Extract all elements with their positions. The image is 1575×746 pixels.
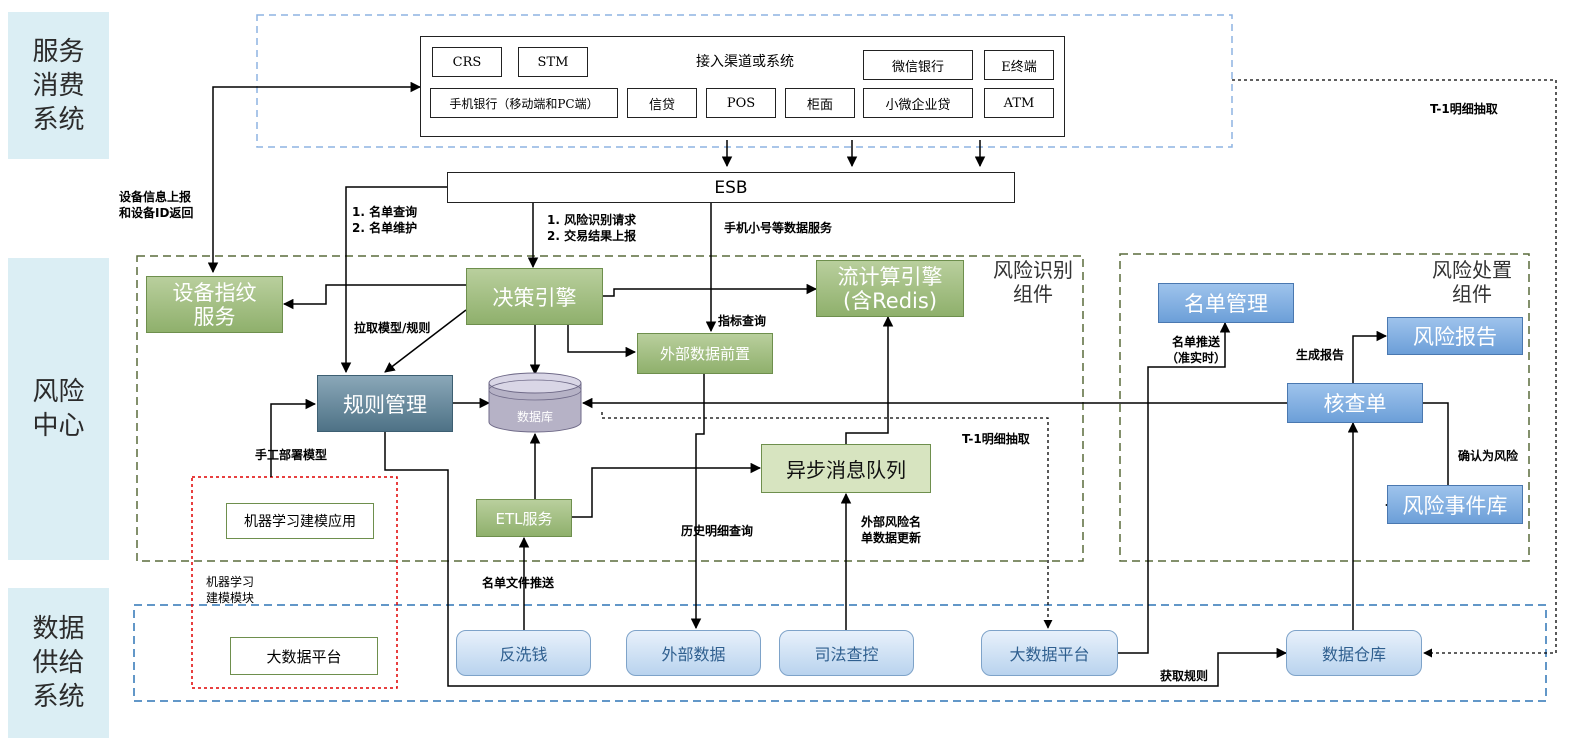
label-metric-query: 指标查询 (718, 314, 767, 328)
label-t1-right: T-1明细抽取 (1430, 102, 1498, 116)
label-confirm-risk: 确认为风险 (1458, 449, 1519, 463)
device-fingerprint-service[interactable]: 设备指纹 服务 (146, 276, 283, 333)
risk-id-region-frame (136, 255, 1084, 562)
etl-service[interactable]: ETL服务 (476, 499, 572, 537)
label-gen-report: 生成报告 (1296, 348, 1345, 362)
source-external-data[interactable]: 外部数据 (626, 630, 761, 676)
channel-mobile-bank[interactable]: 手机银行（移动端和PC端） (430, 88, 618, 118)
ml-module-label: 机器学习 建模模块 (206, 575, 255, 605)
database-cylinder-icon (488, 372, 582, 433)
sidebar-risk-center: 风险 中心 (8, 258, 109, 560)
source-judicial[interactable]: 司法查控 (779, 630, 914, 676)
list-management[interactable]: 名单管理 (1158, 283, 1294, 323)
label-history-query: 历史明细查询 (681, 524, 754, 538)
channel-credit[interactable]: 信贷 (627, 88, 697, 118)
label-get-rules: 获取规则 (1160, 669, 1209, 683)
label-risk-request: 1. 风险识别请求 2. 交易结果上报 (547, 213, 637, 243)
label-list-query: 1. 名单查询 2. 名单维护 (352, 205, 418, 235)
rule-management[interactable]: 规则管理 (317, 375, 453, 432)
risk-id-group-title: 风险识别 组件 (993, 258, 1073, 306)
label-list-push: 名单推送 （准实时） (1165, 335, 1226, 365)
source-bigdata-platform[interactable]: 大数据平台 (981, 630, 1118, 676)
label-manual-deploy: 手工部署模型 (255, 448, 328, 462)
sidebar-service-label: 服务 消费 系统 (32, 36, 85, 135)
stream-engine[interactable]: 流计算引擎 (含Redis) (816, 260, 964, 317)
channel-wechat[interactable]: 微信银行 (863, 50, 973, 80)
ml-modeling-app[interactable]: 机器学习建模应用 (226, 503, 374, 539)
label-device-report: 设备信息上报 和设备ID返回 (119, 190, 194, 220)
ml-module-frame (191, 476, 398, 689)
decision-engine[interactable]: 决策引擎 (466, 268, 603, 325)
channel-stm[interactable]: STM (518, 47, 588, 77)
risk-disp-group-title: 风险处置 组件 (1432, 258, 1512, 306)
label-mobile-service: 手机小号等数据服务 (724, 221, 833, 235)
risk-event-db[interactable]: 风险事件库 (1387, 485, 1523, 524)
label-pull-model: 拉取模型/规则 (354, 321, 431, 335)
sidebar-data-supply: 数据 供给 系统 (8, 588, 109, 738)
sidebar-data-label: 数据 供给 系统 (32, 614, 85, 712)
channel-atm[interactable]: ATM (984, 88, 1054, 118)
esb-bus[interactable]: ESB (447, 172, 1015, 203)
sidebar-risk-label: 风险 中心 (32, 377, 85, 441)
channel-title: 接入渠道或系统 (696, 54, 794, 70)
channel-smb-loan[interactable]: 小微企业贷 (863, 88, 973, 118)
ml-bigdata-platform[interactable]: 大数据平台 (230, 637, 378, 675)
external-data-front[interactable]: 外部数据前置 (637, 333, 773, 374)
async-message-queue[interactable]: 异步消息队列 (761, 444, 931, 493)
source-aml[interactable]: 反洗钱 (456, 630, 591, 676)
channel-pos[interactable]: POS (706, 88, 776, 118)
risk-disp-region-frame (1119, 253, 1530, 562)
channel-eterminal[interactable]: E终端 (984, 50, 1054, 80)
channel-counter[interactable]: 柜面 (785, 88, 855, 118)
service-region-frame (256, 14, 1233, 148)
database-label: 数据库 (516, 409, 553, 424)
label-t1-mid: T-1明细抽取 (962, 432, 1030, 446)
check-order[interactable]: 核查单 (1287, 383, 1423, 423)
label-list-file-push: 名单文件推送 (482, 576, 555, 590)
source-data-warehouse[interactable]: 数据仓库 (1286, 630, 1422, 676)
label-ext-list-update: 外部风险名 单数据更新 (861, 515, 922, 545)
channel-crs[interactable]: CRS (432, 47, 502, 77)
risk-report[interactable]: 风险报告 (1387, 317, 1523, 355)
sidebar-service-consumer: 服务 消费 系统 (8, 12, 109, 159)
